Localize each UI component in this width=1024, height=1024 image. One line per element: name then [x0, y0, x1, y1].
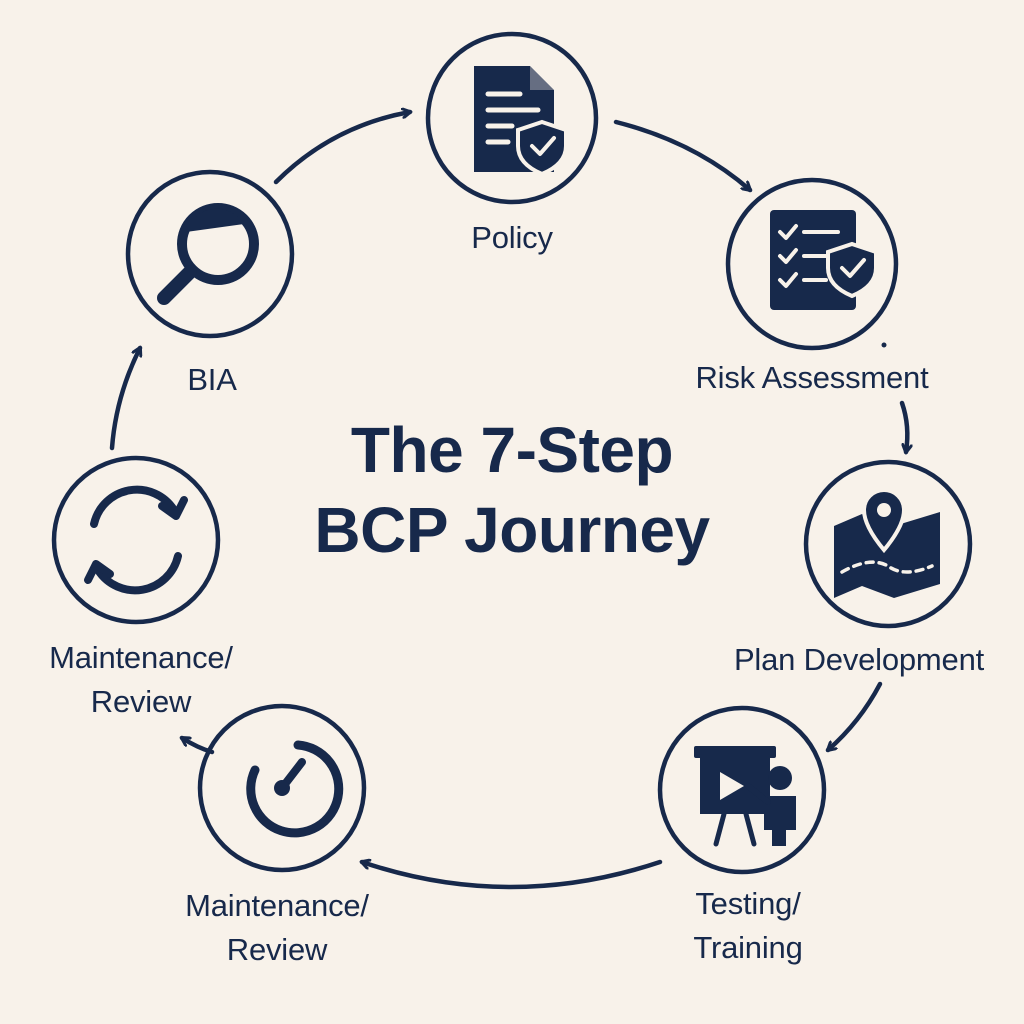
gauge-icon [246, 740, 344, 838]
step-label-testing-training: Testing/ Training [693, 886, 803, 965]
step-label-plan-development: Plan Development [733, 642, 985, 677]
refresh-cycle-icon [84, 485, 188, 595]
arrow-policy-to-risk [613, 119, 753, 193]
arrow-plan-to-testing [825, 681, 883, 753]
step-label-bia: BIA [187, 362, 237, 397]
step-label-maintenance-review: Maintenance/ Review [185, 888, 369, 967]
step-label-policy: Policy [471, 220, 553, 255]
arrow-risk-to-plan [899, 400, 907, 452]
map-pin-icon [834, 487, 940, 598]
arrow-testing-to-maintenance [362, 862, 663, 890]
node-maintenance-review [197, 703, 367, 873]
presentation-icon [694, 746, 796, 847]
node-policy [425, 31, 599, 205]
magnifier-icon [157, 203, 259, 305]
node-plan-development [803, 459, 973, 629]
step-label-risk-assessment: Risk Assessment [695, 360, 929, 395]
step-label-review-cycle: Maintenance/ Review [49, 640, 233, 719]
document-shield-icon [474, 66, 568, 177]
arrow-tick-mark [881, 342, 887, 348]
node-risk-assessment [725, 177, 899, 351]
arrow-bia-to-policy [273, 112, 410, 185]
node-bia [125, 169, 295, 339]
node-testing-training [657, 705, 827, 875]
diagram-title: The 7-Step BCP Journey [314, 414, 710, 566]
node-review-cycle [51, 455, 221, 625]
checklist-shield-icon [770, 210, 878, 310]
arrow-review-to-bia [109, 348, 140, 451]
